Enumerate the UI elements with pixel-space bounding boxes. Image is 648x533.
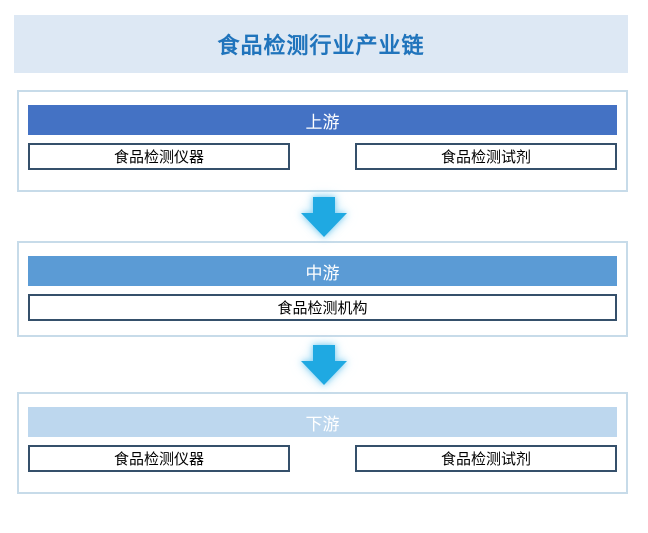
flow-arrow-2	[0, 337, 648, 392]
section-upstream: 上游 食品检测仪器 食品检测试剂	[17, 90, 628, 192]
downstream-header: 下游	[28, 407, 617, 437]
section-downstream: 下游 食品检测仪器 食品检测试剂	[17, 392, 628, 494]
node-midstream-institutions: 食品检测机构	[28, 294, 617, 321]
node-downstream-instruments: 食品检测仪器	[28, 445, 290, 472]
midstream-header: 中游	[28, 256, 617, 286]
page-title: 食品检测行业产业链	[14, 15, 628, 73]
flow-arrow-1	[0, 192, 648, 241]
downstream-node-row: 食品检测仪器 食品检测试剂	[28, 445, 617, 472]
upstream-header: 上游	[28, 105, 617, 135]
midstream-node-row: 食品检测机构	[28, 294, 617, 321]
node-upstream-instruments: 食品检测仪器	[28, 143, 290, 170]
node-downstream-reagents: 食品检测试剂	[355, 445, 617, 472]
section-midstream: 中游 食品检测机构	[17, 241, 628, 337]
down-arrow-icon	[301, 196, 347, 237]
down-arrow-icon	[301, 344, 347, 385]
node-upstream-reagents: 食品检测试剂	[355, 143, 617, 170]
spacer	[0, 73, 648, 90]
upstream-node-row: 食品检测仪器 食品检测试剂	[28, 143, 617, 170]
